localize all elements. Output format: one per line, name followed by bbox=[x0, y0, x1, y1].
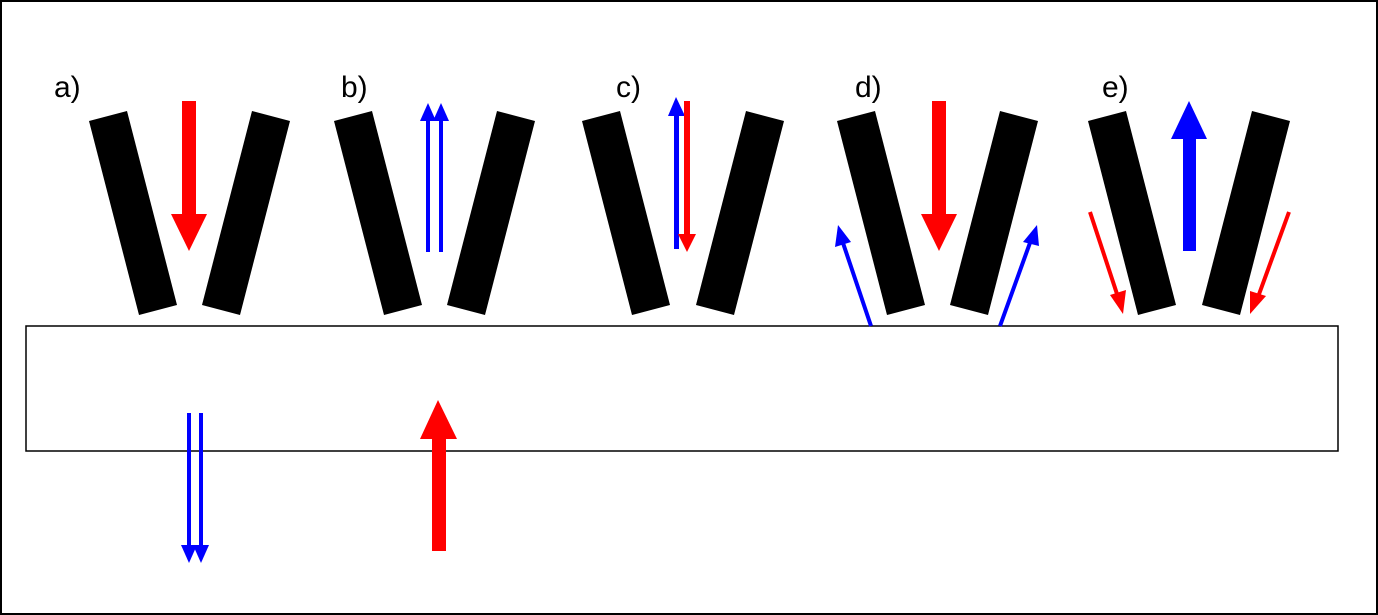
plate-right bbox=[696, 111, 784, 315]
plate-left bbox=[582, 111, 670, 315]
red-down-thin-arrow bbox=[678, 101, 696, 252]
blue-up-double-arrow bbox=[420, 103, 449, 252]
panel-b: b) bbox=[334, 71, 535, 315]
substrate bbox=[25, 325, 1339, 452]
panel-a: a) bbox=[54, 71, 290, 315]
panel-c: c) bbox=[582, 71, 784, 315]
blue-up-thin-arrow bbox=[668, 97, 685, 249]
plate-left bbox=[1088, 111, 1176, 315]
red-diagonal-left-arrow bbox=[1088, 211, 1126, 314]
blue-diagonal-left-arrow bbox=[835, 225, 873, 327]
panel-d-label: d) bbox=[855, 71, 882, 104]
red-down-arrow bbox=[171, 101, 207, 251]
panel-e-label: e) bbox=[1102, 71, 1129, 104]
panel-d: d) bbox=[835, 71, 1039, 327]
plate-left bbox=[89, 111, 177, 315]
plate-right bbox=[950, 111, 1038, 315]
plate-right bbox=[1202, 111, 1290, 315]
red-up-thick-arrow bbox=[420, 400, 457, 551]
panel-c-label: c) bbox=[616, 71, 641, 104]
panel-e: e) bbox=[1088, 71, 1291, 315]
panel-b-label: b) bbox=[341, 71, 368, 104]
plate-left bbox=[837, 111, 925, 315]
red-diagonal-right-arrow bbox=[1250, 211, 1291, 314]
panel-a-label: a) bbox=[54, 71, 81, 104]
plate-right bbox=[447, 111, 535, 315]
plate-left bbox=[334, 111, 422, 315]
blue-up-thick-arrow bbox=[1171, 101, 1207, 251]
plate-right bbox=[202, 111, 290, 315]
blue-down-double-arrow bbox=[181, 413, 209, 563]
red-down-arrow bbox=[921, 101, 957, 251]
blue-diagonal-right-arrow bbox=[998, 225, 1039, 327]
